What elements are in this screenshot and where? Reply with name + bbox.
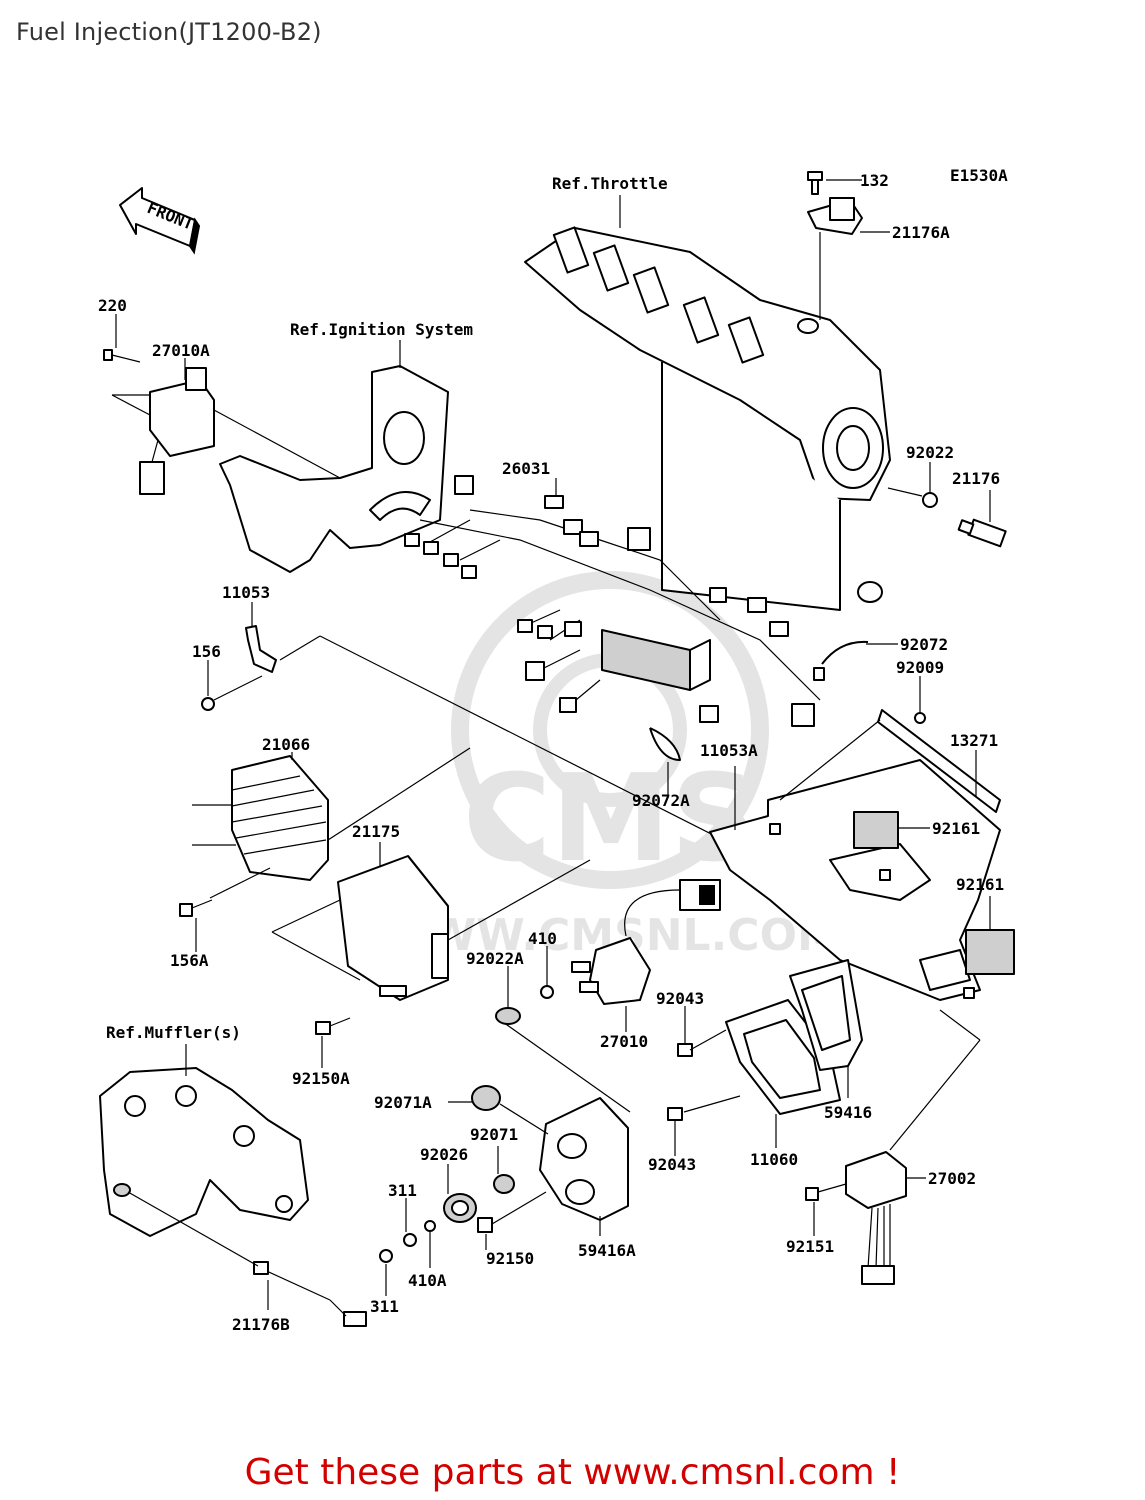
part-label-92071a: 92071A: [374, 1093, 432, 1112]
nut-311-upper-part: [403, 1233, 417, 1247]
temp-sensor-21176-part: [957, 518, 1007, 548]
part-label-13271: 13271: [950, 731, 998, 750]
part-label-21176a: 21176A: [892, 223, 950, 242]
part-label-92071: 92071: [470, 1125, 518, 1144]
grommet-92071-part: [493, 1174, 515, 1194]
diagram-code: E1530A: [950, 166, 1008, 185]
part-label-27010a: 27010A: [152, 341, 210, 360]
bolt-92150a-part: [315, 1017, 351, 1035]
bolt-132-part: [807, 171, 823, 195]
bracket-11053-part: [245, 625, 277, 673]
part-label-59416a: 59416A: [578, 1241, 636, 1260]
part-label-92043-lower: 92043: [648, 1155, 696, 1174]
part-label-21066: 21066: [262, 735, 310, 754]
bolt-220-part: [103, 349, 141, 363]
mounting-plate-11053a-part: [709, 759, 1001, 1001]
throttle-body-part: [524, 226, 891, 611]
part-label-156a: 156A: [170, 951, 209, 970]
pad-92161-upper-part: [853, 811, 899, 849]
cover-59416-part: [789, 959, 863, 1071]
part-label-92151: 92151: [786, 1237, 834, 1256]
part-label-132: 132: [860, 171, 889, 190]
part-label-27002: 27002: [928, 1169, 976, 1188]
part-label-92022: 92022: [906, 443, 954, 462]
part-label-21175: 21175: [352, 822, 400, 841]
gasket-11060-part: [725, 999, 841, 1115]
page-title: Fuel Injection(JT1200-B2): [16, 18, 322, 46]
spacer-92022a-part: [495, 1007, 521, 1025]
part-label-92043-upper: 92043: [656, 989, 704, 1008]
bolt-156-part: [201, 697, 215, 711]
wiring-harness-26031-part: [404, 475, 821, 727]
part-label-11053: 11053: [222, 583, 270, 602]
bolt-92151-part: [805, 1183, 847, 1201]
part-label-92022a: 92022A: [466, 949, 524, 968]
sensor-21176b-part: [253, 1261, 367, 1327]
part-label-410a: 410A: [408, 1271, 447, 1290]
part-label-27010: 27010: [600, 1032, 648, 1051]
ignition-bracket-part: [219, 365, 449, 573]
part-label-220: 220: [98, 296, 127, 315]
part-label-26031: 26031: [502, 459, 550, 478]
nut-311-lower-part: [379, 1249, 393, 1263]
part-label-11060: 11060: [750, 1150, 798, 1169]
relay-27010a-part: [139, 367, 215, 495]
ecu-21175-part: [337, 855, 449, 1001]
part-label-92150: 92150: [486, 1249, 534, 1268]
cable-tie-92072a-part: [649, 727, 681, 761]
regulator-21066-part: [231, 755, 329, 881]
front-arrow-icon: FRONT: [119, 187, 201, 255]
part-label-92161-lower: 92161: [956, 875, 1004, 894]
washer-92022-part: [922, 492, 938, 508]
part-label-21176b: 21176B: [232, 1315, 290, 1334]
plate-13271-part: [877, 709, 1001, 813]
dowel-92043-upper-part: [677, 1043, 693, 1057]
ref-throttle-label: Ref.Throttle: [552, 174, 668, 193]
part-label-11053a: 11053A: [700, 741, 758, 760]
washer-410a-part: [424, 1220, 436, 1232]
bolt-92009-part: [914, 712, 926, 724]
part-label-59416: 59416: [824, 1103, 872, 1122]
housing-59416a-part: [539, 1097, 629, 1221]
bolt-92150-part: [477, 1191, 547, 1233]
part-label-92009: 92009: [896, 658, 944, 677]
part-label-410: 410: [528, 929, 557, 948]
part-label-21176: 21176: [952, 469, 1000, 488]
muffler-part: [99, 1067, 309, 1237]
relay-27010-part: [571, 879, 721, 1005]
cable-tie-92072-part: [821, 640, 869, 665]
bolt-156a-part: [179, 899, 213, 917]
part-label-92072a: 92072A: [632, 791, 690, 810]
part-label-92150a: 92150A: [292, 1069, 350, 1088]
promo-banner-link[interactable]: Get these parts at www.cmsnl.com !: [244, 1452, 901, 1493]
pad-92161-lower-part: [965, 929, 1015, 975]
part-label-92072: 92072: [900, 635, 948, 654]
sensor-21176a-part: [807, 197, 863, 235]
ref-muffler-label: Ref.Muffler(s): [106, 1023, 241, 1042]
relay-27002-part: [845, 1151, 907, 1285]
grommet-92071a-part: [471, 1085, 501, 1111]
part-label-156: 156: [192, 642, 221, 661]
washer-410-part: [540, 985, 554, 999]
dowel-92043-lower-part: [667, 1107, 683, 1121]
part-label-311-upper: 311: [388, 1181, 417, 1200]
part-label-92026: 92026: [420, 1145, 468, 1164]
part-label-92161-upper: 92161: [932, 819, 980, 838]
part-label-311-lower: 311: [370, 1297, 399, 1316]
ref-ignition-label: Ref.Ignition System: [290, 320, 473, 339]
